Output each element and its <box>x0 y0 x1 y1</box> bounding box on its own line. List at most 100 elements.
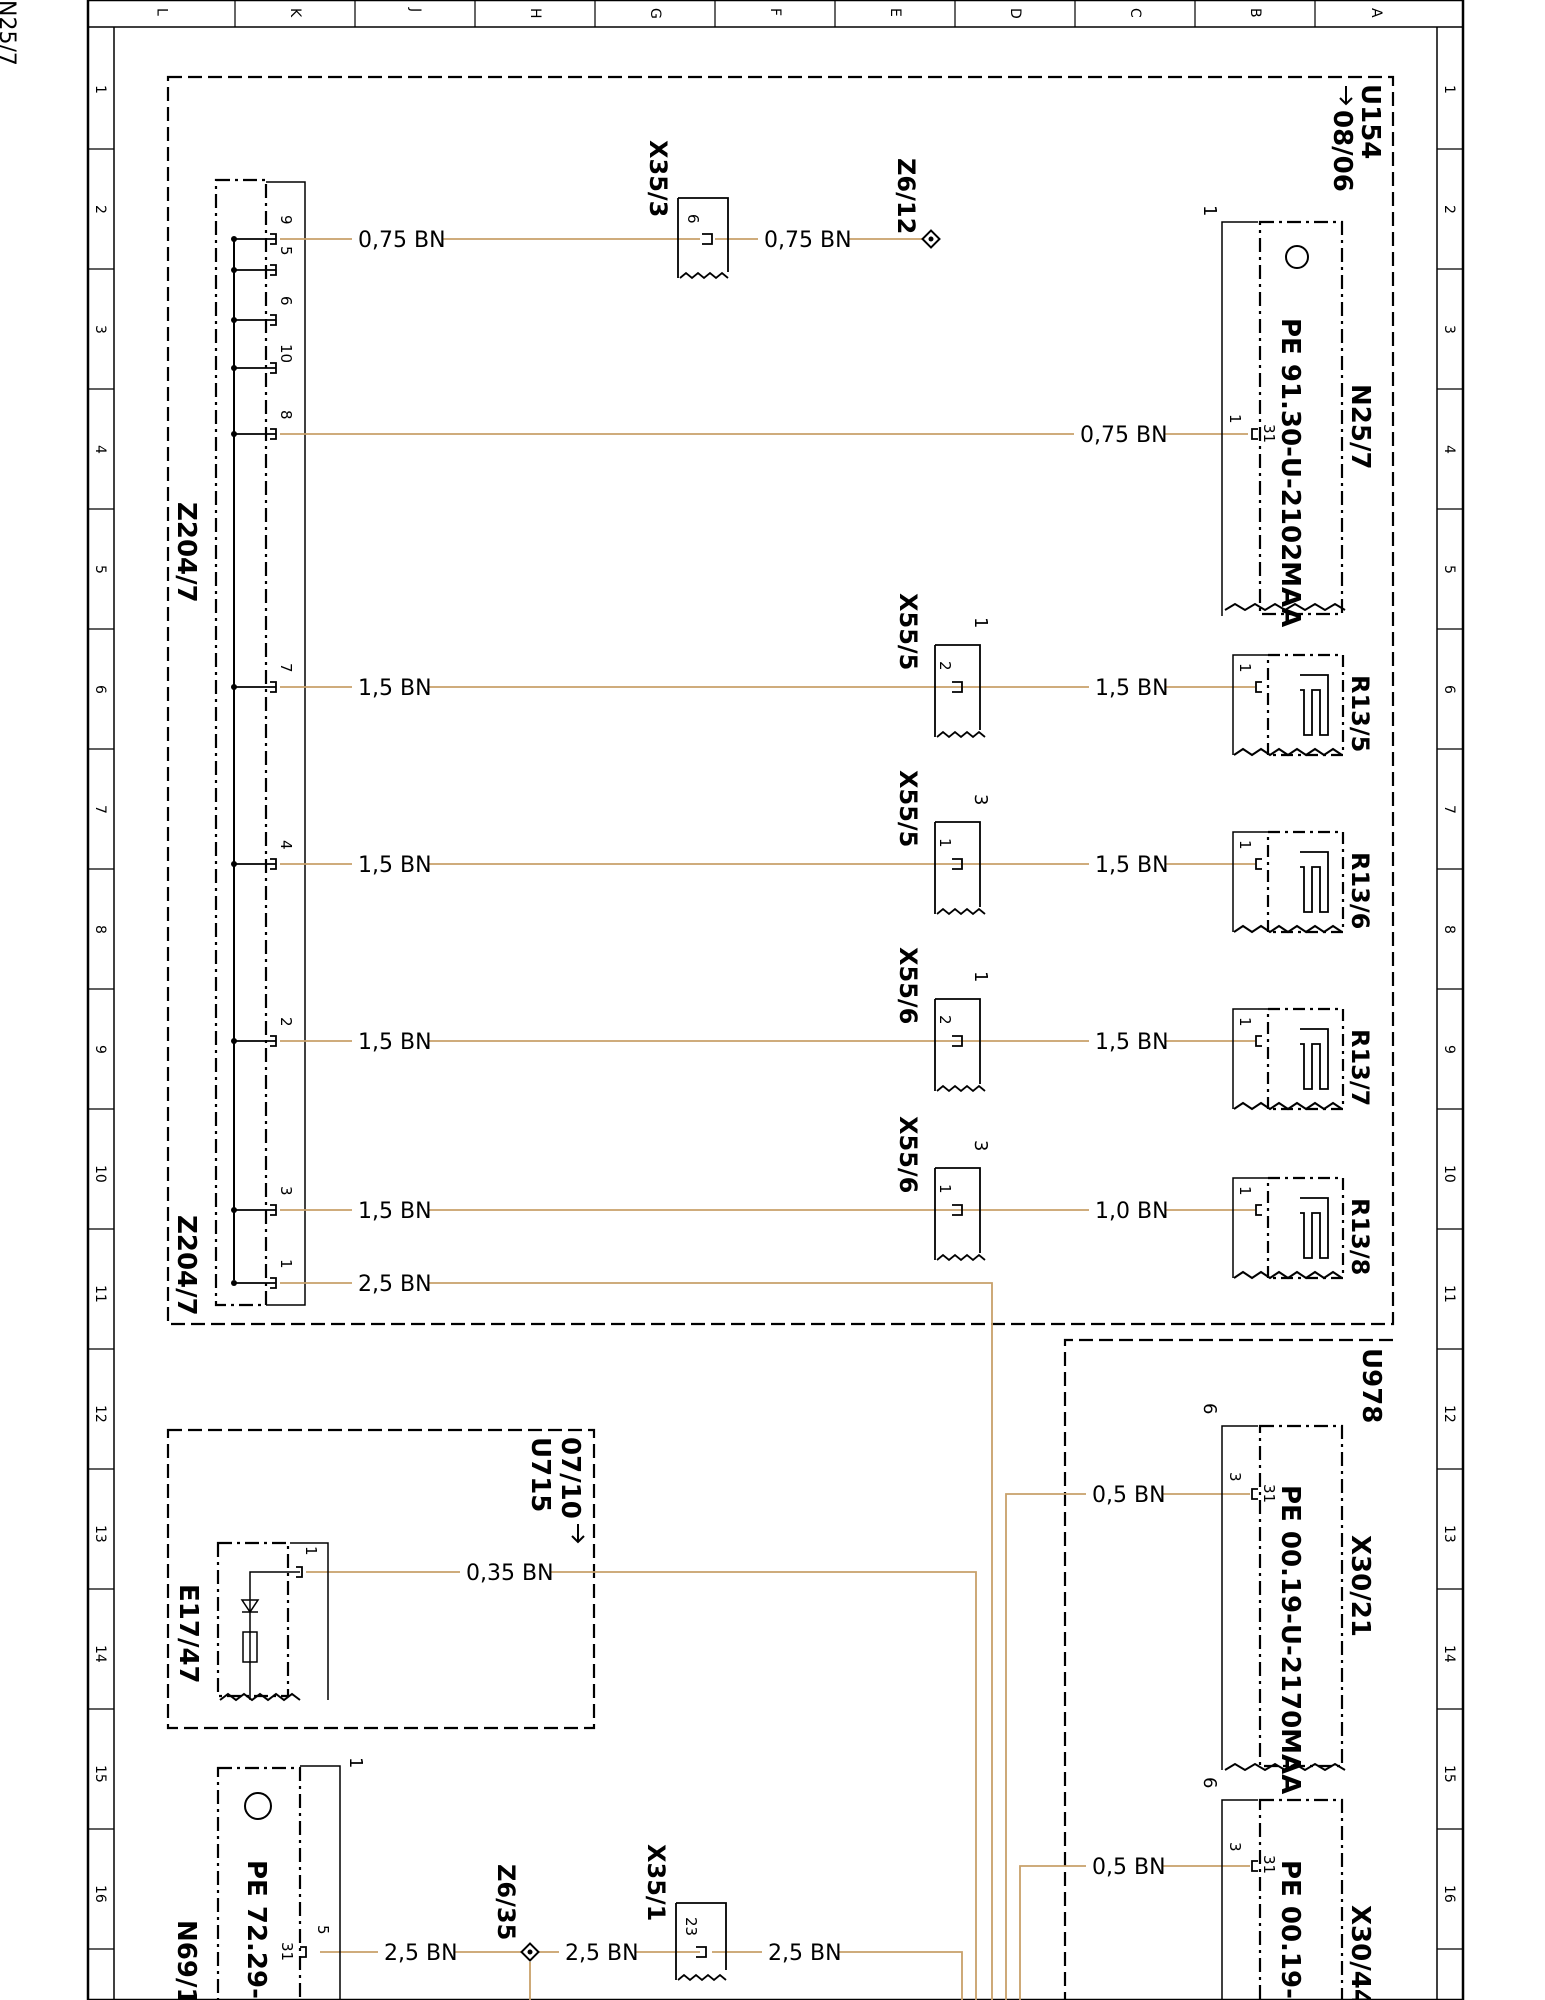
row-label-right: 6 <box>1441 685 1457 694</box>
x55-name: X55/5 <box>894 770 922 847</box>
label-layer: 95610874231R13/51R13/61R13/71R13/81X55/5… <box>0 0 1386 2000</box>
wire-label: 1,5 BN <box>358 853 432 878</box>
n25-7-pin-b: 31 <box>1260 424 1278 443</box>
x55-name: X55/6 <box>894 947 922 1024</box>
x35-3-connector <box>677 197 729 280</box>
group-u154-date: 08/06 <box>1327 110 1357 192</box>
column-label: G <box>647 8 663 19</box>
drawing-frame <box>86 0 1465 2000</box>
row-label-left: 7 <box>92 805 108 814</box>
column-label: D <box>1007 8 1023 19</box>
x30-44-conn: 6 <box>1199 1777 1220 1788</box>
wire-label: 1,5 BN <box>358 676 432 701</box>
z204-7-connector <box>214 178 306 1307</box>
n69-1-pin-a: 31 <box>278 1942 296 1961</box>
wire-label: 2,5 BN <box>358 1272 432 1297</box>
x55-pin: 2 <box>936 661 954 671</box>
n69-1-name: N69/1 <box>171 1920 201 2000</box>
column-label: B <box>1247 8 1263 18</box>
e17-47-name: E17/47 <box>173 1584 203 1684</box>
n69-1-pin-b: 5 <box>314 1925 332 1935</box>
column-label: H <box>527 8 543 19</box>
column-label: J <box>407 7 423 12</box>
heater-pin: 1 <box>1236 1186 1254 1196</box>
heater-pin: 1 <box>1236 663 1254 673</box>
row-label-right: 7 <box>1441 805 1457 814</box>
z204-label-bottom: Z204/7 <box>171 1215 201 1316</box>
x30-21-name: X30/21 <box>1345 1535 1375 1637</box>
row-label-left: 1 <box>92 85 108 94</box>
z204-pin-label: 2 <box>277 1017 295 1027</box>
heater-name: R13/6 <box>1346 852 1374 929</box>
n25-7-ref: PE 91.30-U-2102MAA <box>1275 318 1305 627</box>
row-label-right: 16 <box>1441 1885 1457 1903</box>
n25-7-conn: 1 <box>1199 205 1220 216</box>
z6-35-name: Z6/35 <box>492 1864 520 1940</box>
x30-modules <box>1221 1424 1346 2000</box>
x55-pin: 1 <box>936 1184 954 1194</box>
row-label-right: 12 <box>1441 1405 1457 1423</box>
wire-label: 0,75 BN <box>1080 423 1168 448</box>
z204-pin-label: 7 <box>277 663 295 673</box>
x30-21-conn: 6 <box>1199 1403 1220 1414</box>
row-label-right: 8 <box>1441 925 1457 934</box>
group-box-u154 <box>166 75 1395 1326</box>
wire-label: 1,0 BN <box>1095 1199 1169 1224</box>
z204-pin-label: 9 <box>277 215 295 225</box>
wire-label: 1,5 BN <box>1095 1030 1169 1055</box>
wire-label: 0,75 BN <box>764 228 852 253</box>
row-label-left: 15 <box>92 1765 108 1783</box>
pin-marks <box>231 233 277 1289</box>
heater-pin: 1 <box>1236 840 1254 850</box>
group-u978-code: U978 <box>1356 1348 1386 1423</box>
row-label-right: 1 <box>1441 85 1457 94</box>
x30-21-pin-a: 3 <box>1226 1472 1244 1482</box>
n25-7-name: N25/7 <box>1345 384 1375 470</box>
x55-conn: 1 <box>970 617 991 628</box>
row-label-left: 3 <box>92 325 108 334</box>
x55-conn: 3 <box>970 794 991 805</box>
wire-label: 1,5 BN <box>358 1030 432 1055</box>
n25-7-pin-a: 1 <box>1226 414 1244 424</box>
wire-label: 0,5 BN <box>1092 1855 1166 1880</box>
row-label-left: 6 <box>92 685 108 694</box>
x35-1-name: X35/1 <box>642 1844 670 1921</box>
wire-label: 2,5 BN <box>768 1941 842 1966</box>
row-label-right: 15 <box>1441 1765 1457 1783</box>
z6-12-name: Z6/12 <box>892 158 920 234</box>
x30-21-pin-b: 31 <box>1260 1484 1278 1503</box>
wire-label: 1,5 BN <box>358 1199 432 1224</box>
wire-label: 0,35 BN <box>466 1561 554 1586</box>
row-label-left: 11 <box>92 1285 108 1303</box>
group-u154-code: U154 <box>1355 84 1385 159</box>
x55-name: X55/6 <box>894 1116 922 1193</box>
group-u715-date: 07/10 <box>555 1437 585 1519</box>
x55-name: X55/5 <box>894 593 922 670</box>
x55-pin: 1 <box>936 838 954 848</box>
wire-label: 1,5 BN <box>1095 853 1169 878</box>
x30-21-ref: PE 00.19-U-2170MAA <box>1275 1485 1305 1794</box>
row-label-right: 2 <box>1441 205 1457 214</box>
row-label-right: 3 <box>1441 325 1457 334</box>
row-label-right: 5 <box>1441 565 1457 574</box>
row-label-right: 4 <box>1441 445 1457 454</box>
x55-conn: 3 <box>970 1140 991 1151</box>
column-label: L <box>154 8 170 16</box>
column-label: K <box>287 8 303 18</box>
n25-7-module <box>1221 220 1346 616</box>
row-label-left: 10 <box>92 1165 108 1183</box>
x30-44-pin-a: 3 <box>1226 1842 1244 1852</box>
z6-35-splice <box>520 1942 540 1962</box>
wire-label: 1,5 BN <box>1095 676 1169 701</box>
heater-name: R13/5 <box>1346 675 1374 752</box>
z204-label-top: Z204/7 <box>171 502 201 603</box>
group-u715-code: U715 <box>525 1437 555 1512</box>
wire-label: 0,5 BN <box>1092 1483 1166 1508</box>
e17-47-lamp <box>216 1541 329 1702</box>
column-label: A <box>1368 8 1384 18</box>
x30-44-ref: PE 00.19-U <box>1275 1860 1305 2000</box>
wire-label: 0,75 BN <box>358 228 446 253</box>
